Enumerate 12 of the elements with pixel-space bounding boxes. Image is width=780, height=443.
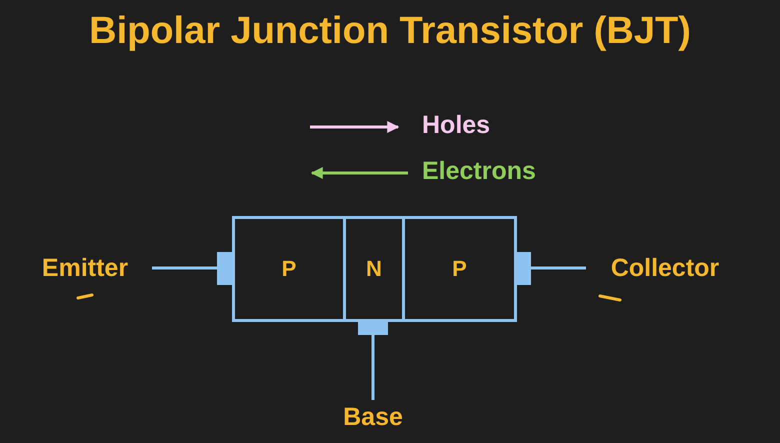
- legend-label: Electrons: [422, 157, 536, 186]
- region-letter: P: [282, 256, 296, 282]
- terminal-label: Collector: [610, 254, 720, 282]
- semiconductor-region: [232, 216, 346, 322]
- terminal-label: Base: [343, 402, 403, 432]
- semiconductor-region: [343, 216, 405, 322]
- region-letter: P: [452, 256, 467, 282]
- title: Bipolar Junction Transistor (BJT): [88, 10, 692, 53]
- terminal-label: Emitter: [42, 254, 128, 282]
- semiconductor-region: [402, 216, 517, 322]
- legend-label: Holes: [422, 111, 490, 140]
- region-letter: N: [366, 256, 382, 282]
